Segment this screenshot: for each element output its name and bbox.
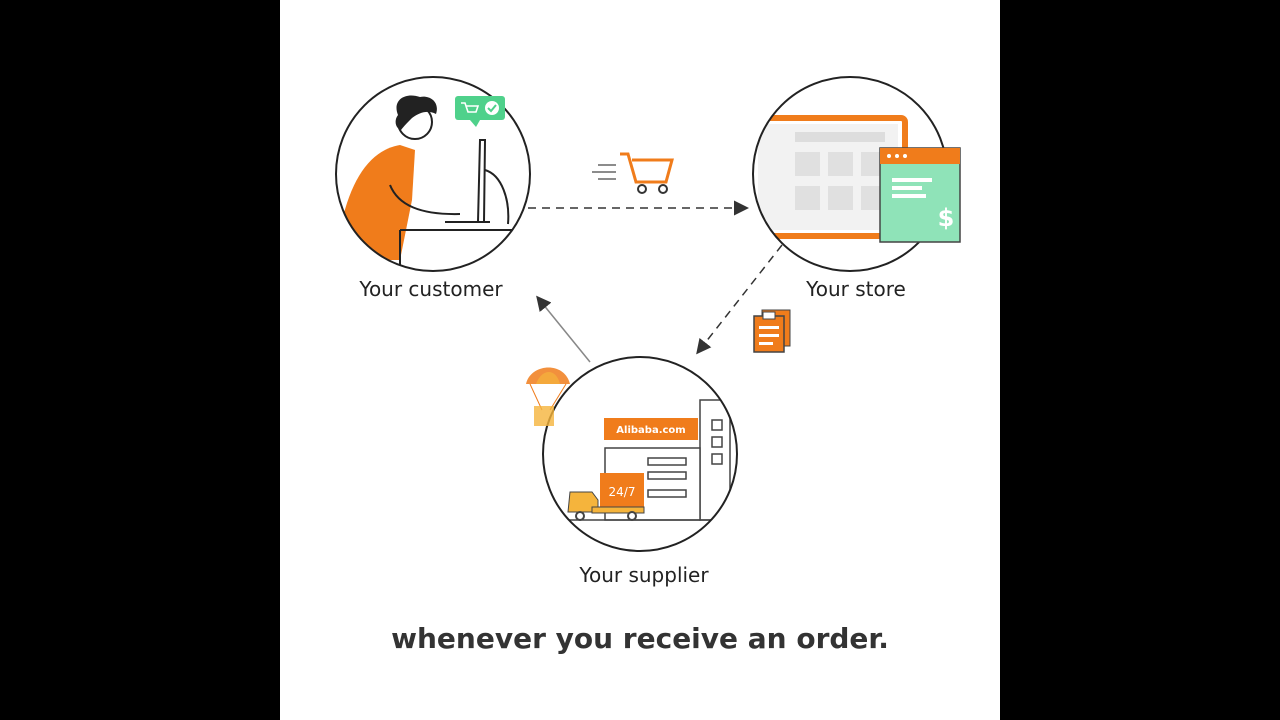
customer-node [335, 76, 531, 272]
supplier-node: Alibaba.com 24/7 [542, 356, 738, 552]
supplier-sign: Alibaba.com [604, 418, 698, 440]
arrow-supplier-to-customer [536, 295, 591, 363]
supplier-badge-text: 24/7 [609, 485, 636, 499]
clipboard-icon [753, 309, 791, 353]
person-at-computer-icon [340, 95, 520, 271]
dropshipping-diagram: $ Alibaba.com [335, 76, 961, 552]
arrow-store-to-supplier [696, 244, 783, 355]
parachute-package-icon [526, 367, 570, 426]
customer-label: Your customer [359, 277, 503, 301]
supplier-label: Your supplier [579, 563, 709, 587]
payment-window-icon: $ [879, 147, 961, 243]
store-label: Your store [806, 277, 906, 301]
delivery-truck-icon: 24/7 [567, 473, 645, 521]
slide-panel: $ Alibaba.com [280, 0, 1000, 720]
store-node: $ [752, 76, 961, 272]
price-symbol: $ [938, 204, 955, 232]
moving-cart-icon [592, 152, 674, 194]
cart-check-icon [455, 96, 505, 127]
supplier-sign-text: Alibaba.com [616, 425, 685, 436]
caption: whenever you receive an order. [391, 622, 889, 655]
